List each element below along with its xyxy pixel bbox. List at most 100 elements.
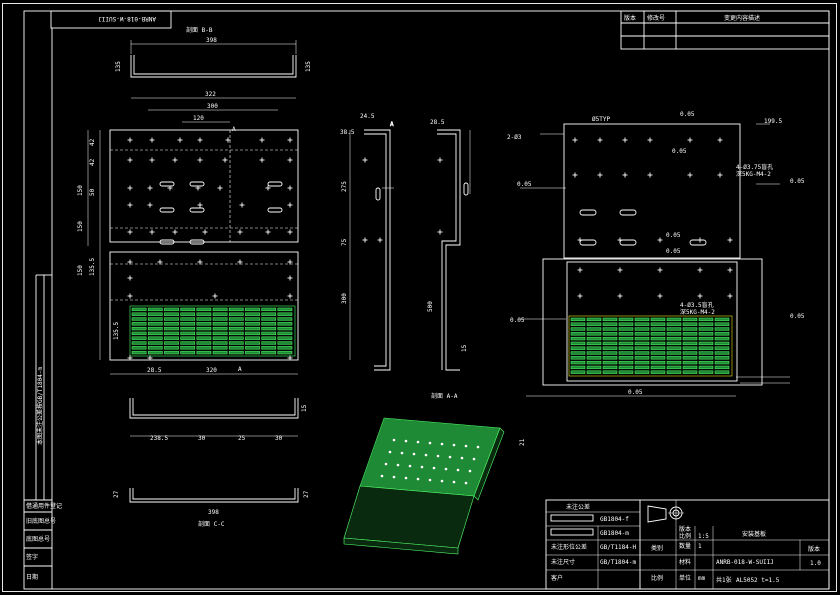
slot-hole (579, 209, 597, 216)
vent-slot (682, 370, 698, 374)
vent-slot (245, 341, 260, 345)
iso-hole (440, 479, 444, 483)
right-dia-hole: 2-Ø3 (507, 134, 522, 141)
vent-slot (261, 336, 277, 340)
left-vertical-note: 本图未注公差按GB/T1804-m (36, 366, 44, 445)
vent-slot (228, 350, 244, 355)
vent-slot (586, 365, 602, 370)
vent-slot (131, 331, 147, 336)
slot-hole (189, 239, 205, 245)
iso-hole (468, 469, 472, 473)
vent-slot (618, 336, 634, 341)
vent-slot (131, 336, 147, 340)
flatness-9: 0.05 (628, 389, 643, 396)
slot-hole (267, 207, 283, 213)
vent-slot (714, 336, 730, 341)
vent-slot (261, 322, 277, 326)
vent-slot (586, 327, 602, 331)
vent-slot (570, 365, 586, 370)
vent-slot (666, 327, 682, 331)
vent-slot (682, 346, 698, 350)
vent-slot (634, 341, 650, 346)
vent-slot (650, 322, 666, 326)
vent-slot (261, 317, 277, 321)
right-note-3: 4-Ø3.5盲孔 (680, 301, 714, 309)
vent-slot (277, 346, 293, 350)
vent-slot (164, 312, 179, 316)
vent-slot (180, 341, 196, 345)
vent-slot (164, 317, 179, 321)
side-section-view: 38.5 275 75 300 24.5 A (340, 113, 394, 371)
left-border-row2: 旧底图总号 (26, 517, 56, 525)
iso-hole (440, 442, 444, 446)
slot-hole (189, 181, 205, 187)
vent-slot (212, 336, 228, 340)
vent-slot (180, 346, 196, 350)
vent-slot (196, 326, 212, 331)
vent-slot (164, 322, 179, 326)
vent-slot (196, 317, 212, 321)
dim-c-2: 30 (198, 435, 206, 442)
dim-left-3: 150 (77, 185, 84, 196)
vent-slot (634, 365, 650, 370)
vent-slot (602, 360, 618, 365)
iso-hole (380, 474, 384, 478)
vent-slot (196, 346, 212, 350)
vent-slot (682, 341, 698, 346)
vent-slot (261, 346, 277, 350)
vent-slot (131, 317, 147, 321)
vent-slot (147, 322, 163, 326)
vent-slot (570, 360, 586, 365)
right-note-2: 深5KG-M4-2 (736, 170, 771, 178)
vent-slot (261, 326, 277, 331)
vent-slot (698, 341, 714, 346)
iso-hole (404, 439, 408, 443)
material: AL5052 t=1.5 (736, 577, 780, 584)
iso-hole (428, 441, 432, 445)
iso-hole (452, 443, 456, 447)
footer-label: 比例 (651, 574, 663, 582)
flatness-8: 0.05 (790, 313, 805, 320)
vent-slot (228, 312, 244, 316)
vent-slot (698, 346, 714, 350)
vent-slot (277, 312, 293, 316)
vent-slot (147, 331, 163, 336)
vent-slot (570, 351, 586, 355)
slot-hole (463, 182, 469, 196)
vent-slot (634, 332, 650, 336)
dim-c-4: 30 (275, 435, 283, 442)
customer-label: 客户 (551, 574, 563, 582)
iso-hole (472, 457, 476, 461)
iso-hole (412, 452, 416, 456)
vent-slot (228, 322, 244, 326)
vent-slot (602, 322, 618, 326)
right-dia-typ: Ø5TYP (592, 116, 610, 123)
vent-slot (650, 356, 666, 360)
vent-slot (164, 331, 179, 336)
vent-slot (586, 341, 602, 346)
sheet-label: 共1张 (716, 576, 732, 584)
vent-slot (245, 331, 260, 336)
vent-slot (634, 351, 650, 355)
vent-slot (666, 332, 682, 336)
vent-slot (277, 331, 293, 336)
slot-hole (189, 207, 205, 213)
vent-slot (698, 351, 714, 355)
iso-hole (432, 466, 436, 470)
dim-c-side-right: 27 (303, 490, 310, 498)
vent-slot (196, 312, 212, 316)
vent-slot (261, 341, 277, 345)
iso-hole (400, 451, 404, 455)
vent-slot (650, 346, 666, 350)
vent-slot (147, 312, 163, 316)
vent-slot (261, 350, 277, 355)
vent-slot (212, 346, 228, 350)
grid-label-2: 数量 (679, 542, 691, 550)
vent-slot (634, 346, 650, 350)
vent-slot (164, 346, 179, 350)
left-border-strip: 本图未注公差按GB/T1804-m 借通用件登记 旧底图总号 底图总号 签字 日… (24, 28, 62, 589)
vent-slot (666, 346, 682, 350)
vent-slot (164, 336, 179, 340)
vent-slot (634, 317, 650, 322)
